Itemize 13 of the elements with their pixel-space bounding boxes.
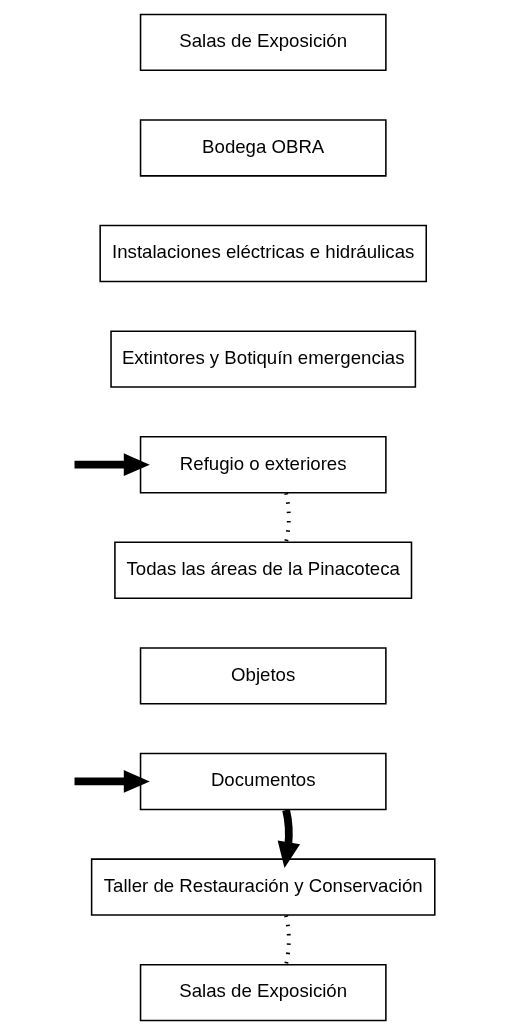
node-box: Objetos	[139, 647, 387, 705]
node-box: Salas de Exposición	[139, 963, 387, 1022]
node-box: Salas de Exposición	[139, 13, 387, 72]
node-box: Todas las áreas de la Pinacoteca	[113, 541, 412, 599]
node-box: Bodega OBRA	[139, 119, 387, 177]
connector	[283, 915, 291, 965]
node-box: Refugio o exteriores	[139, 436, 387, 494]
node-box: Extintores y Botiquín emergencias	[109, 330, 416, 388]
node-box: Documentos	[139, 752, 387, 811]
node-box: Taller de Restauración y Conservación	[90, 858, 436, 916]
connector	[283, 492, 291, 543]
arrow	[277, 809, 300, 868]
node-box: Instalaciones eléctricas e hidráulicas	[98, 224, 427, 283]
